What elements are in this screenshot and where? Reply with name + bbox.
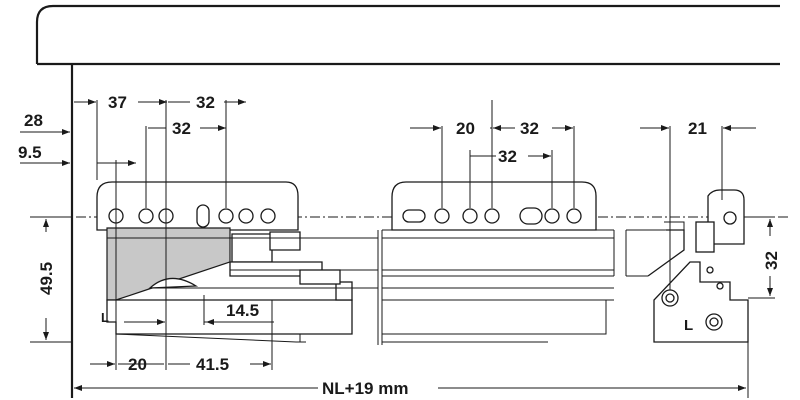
dim-9-5-label: 9.5 [18, 143, 42, 162]
dim-32-mid-second-label: 32 [498, 147, 517, 166]
middle-runner-body [377, 229, 615, 345]
right-side-marker: L [684, 317, 693, 334]
dim-32-top-label: 32 [196, 93, 215, 112]
dim-32-right-label: 32 [762, 251, 781, 270]
right-rear-bracket: L [625, 189, 749, 343]
dim-32-mid-top-label: 32 [520, 119, 539, 138]
left-front-bracket [96, 181, 299, 231]
dim-21-label: 21 [688, 119, 707, 138]
dim-37-label: 37 [108, 93, 127, 112]
extension-lines [30, 100, 775, 398]
middle-bracket [391, 181, 597, 231]
dim-28-label: 28 [24, 111, 43, 130]
dim-20-mid-label: 20 [456, 119, 475, 138]
cabinet-top-outline [35, 4, 780, 66]
dim-32-second-label: 32 [172, 119, 191, 138]
dim-total-label: NL+19 mm [322, 379, 408, 398]
dim-20-bottom-label: 20 [128, 355, 147, 374]
left-side-marker: L [101, 310, 109, 325]
dim-41-5-label: 41.5 [196, 355, 229, 374]
dim-49-5-label: 49.5 [37, 262, 56, 295]
left-runner-body: L [101, 227, 378, 343]
dim-14-5-label: 14.5 [226, 301, 259, 320]
